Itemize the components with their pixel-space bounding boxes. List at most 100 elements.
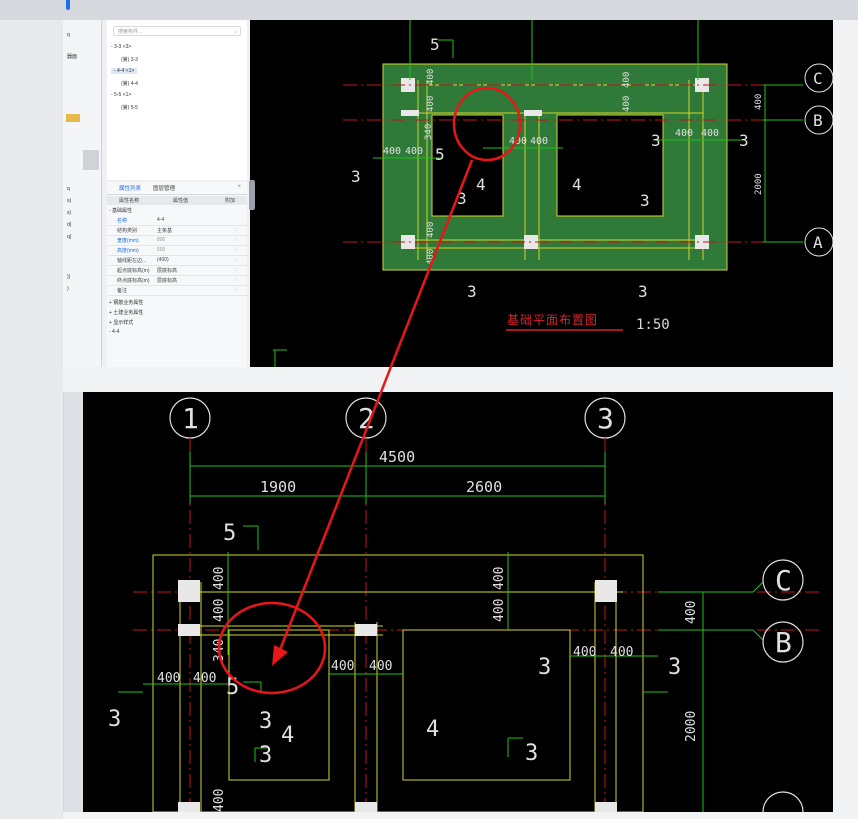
property-row[interactable]: 结构类别主条基○	[107, 226, 247, 236]
label-3-left: 3	[108, 707, 121, 732]
close-icon[interactable]: ×	[237, 184, 241, 190]
tree-node[interactable]: (第) 4-4	[121, 81, 138, 87]
prop-key: 名称	[117, 218, 128, 224]
tree-node[interactable]: (第) 5-5	[121, 105, 138, 111]
property-tabs: 属性列表 图层管理 ×	[107, 182, 247, 195]
axis-2: 2	[358, 402, 375, 435]
group-basic[interactable]: - 基础属性	[109, 208, 133, 214]
label-3d: 3	[525, 741, 538, 766]
label-5-top: 5	[430, 35, 440, 54]
left-item[interactable]: 器面	[67, 54, 78, 60]
accent-mark	[66, 0, 70, 10]
top-screenshot: C B A 5 3 5 3 4 4 3 3 3 3 3 400 400 400 …	[63, 20, 833, 367]
group-display[interactable]: + 显示样式	[109, 320, 134, 326]
axis-a-top: A	[813, 233, 823, 252]
dim-2000-v: 2000	[684, 711, 699, 742]
axis-b-bottom: B	[775, 626, 792, 659]
axis-c-bottom: C	[775, 564, 792, 597]
left-item[interactable]: s)	[67, 198, 72, 204]
tree-node[interactable]: (第) 3-3	[121, 57, 138, 63]
prop-key: 备注	[117, 288, 128, 294]
label-4b-top: 4	[572, 175, 582, 194]
prop-value: (400)	[157, 257, 169, 263]
dim-400-a: 400	[383, 146, 401, 157]
prop-key: 宽度(mm)	[117, 238, 139, 244]
left-item[interactable]: )	[67, 286, 69, 292]
property-row[interactable]: 轴线距左边...(400)○	[107, 256, 247, 266]
group-civil[interactable]: + 土建业务属性	[109, 310, 144, 316]
property-row[interactable]: 宽度(mm)800○	[107, 236, 247, 246]
dim-400-v1: 400	[212, 567, 227, 590]
dim-2600: 2600	[466, 478, 502, 496]
dim-1900: 1900	[260, 478, 296, 496]
prop-key: 起点底标高(m)	[117, 268, 150, 274]
label-4a: 4	[281, 723, 294, 748]
highlight-circle-top	[452, 86, 522, 162]
tree-node[interactable]: - 5-5 <1>	[111, 92, 132, 98]
left-item[interactable]: ))	[67, 274, 71, 280]
dim-400-4: 400	[369, 659, 392, 674]
opening-right	[556, 114, 664, 217]
dim-400-v3: 400	[492, 567, 507, 590]
group-rebar[interactable]: + 钢筋业务属性	[109, 300, 144, 306]
highlight-circle-bottom	[217, 601, 327, 695]
dim-400-c: 400	[509, 136, 527, 147]
prop-key: 轴线距左边...	[117, 258, 147, 264]
label-4b: 4	[426, 717, 439, 742]
left-item[interactable]: s)	[67, 210, 72, 216]
axis-b-top: B	[813, 111, 823, 130]
prop-value: 800	[157, 237, 166, 243]
axis-c-top: C	[813, 69, 823, 88]
bottom-cad-view: 1 2 3 4500 1900 2600	[83, 392, 833, 812]
embedded-left-column: q 器面 q s) s) d) q) )) )	[63, 20, 102, 367]
label-3g-top: 3	[638, 282, 648, 301]
dim-400-2: 400	[193, 671, 216, 686]
property-header: 属性名称 属性值 附加	[107, 196, 247, 205]
dim-400-f: 400	[701, 128, 719, 139]
bottom-margin	[63, 812, 833, 819]
prop-value: 500	[157, 247, 166, 253]
dim-400-v5: 400	[684, 601, 699, 624]
dim-400-v3: 400	[622, 72, 632, 88]
left-item[interactable]: q)	[67, 234, 72, 240]
search-input[interactable]: 搜索构件... ⌕	[113, 26, 241, 36]
tab-property-list[interactable]: 属性列表	[119, 186, 142, 192]
dim-340-v: 340	[424, 124, 434, 140]
label-3d-top: 3	[651, 131, 661, 150]
dim-400-b: 400	[405, 146, 423, 157]
bottom-cad-drawing: 1 2 3 4500 1900 2600	[108, 397, 823, 812]
panel-splitter-handle[interactable]	[249, 180, 255, 210]
label-3c: 3	[259, 743, 272, 768]
dim-400-v4: 400	[622, 96, 632, 112]
header-extra: 附加	[225, 198, 236, 204]
label-3c-top: 3	[640, 191, 650, 210]
property-row[interactable]: 终点底标高(m)层底标高○	[107, 276, 247, 286]
dim-400-v2: 400	[426, 96, 436, 112]
separator	[63, 367, 833, 392]
property-row[interactable]: 备注○	[107, 286, 247, 296]
left-item[interactable]: d)	[67, 222, 72, 228]
tree-node-selected[interactable]: - 4-4 <1>	[111, 68, 138, 74]
left-item[interactable]: q	[67, 186, 70, 192]
tree-node[interactable]: - 3-3 <3>	[111, 44, 132, 50]
left-margin	[0, 20, 64, 819]
dim-400-v1: 400	[426, 69, 436, 85]
label-3b: 3	[259, 709, 272, 734]
dim-400-d: 400	[530, 136, 548, 147]
group-4-4[interactable]: - 4-4	[109, 329, 120, 335]
property-row[interactable]: 起点底标高(m)层底标高○	[107, 266, 247, 276]
label-3e-top: 3	[739, 131, 749, 150]
dim-2000-v: 2000	[754, 173, 764, 195]
gray-block	[83, 150, 99, 170]
prop-value: 层底标高	[157, 278, 178, 284]
label-3f: 3	[668, 655, 681, 680]
search-placeholder: 搜索构件...	[118, 29, 143, 35]
axis-1: 1	[182, 402, 199, 435]
property-row[interactable]: 高度(mm)500○	[107, 246, 247, 256]
dim-400-v7: 400	[426, 249, 436, 265]
tab-layer-manager[interactable]: 图层管理	[153, 186, 176, 192]
search-icon: ⌕	[234, 29, 237, 35]
left-item[interactable]: q	[67, 32, 70, 38]
